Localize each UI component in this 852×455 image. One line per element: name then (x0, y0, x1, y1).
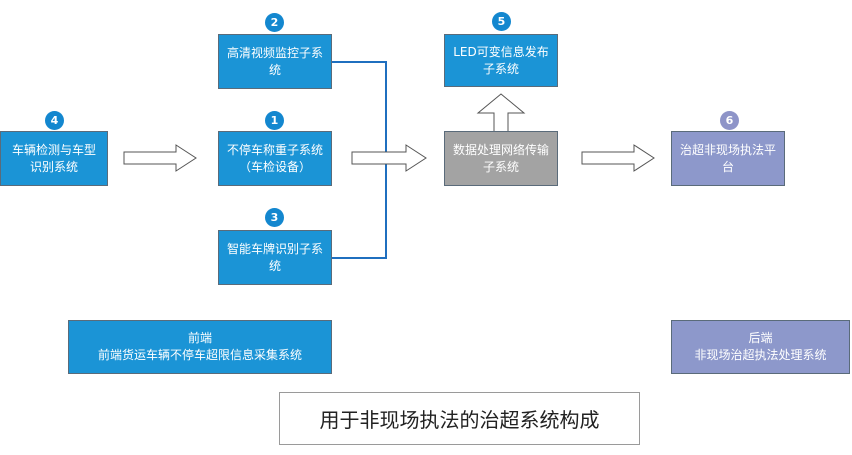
arrow-center-to-platform (581, 144, 655, 172)
arrow-center-to-led (476, 93, 526, 133)
badge-6: 6 (720, 111, 739, 130)
front-end-system: 前端 前端货运车辆不停车超限信息采集系统 (68, 320, 332, 374)
enforcement-platform: 治超非现场执法平 台 (671, 131, 785, 186)
plate-recognition-subsystem: 智能车牌识别子系 统 (218, 230, 332, 285)
badge-3: 3 (265, 208, 284, 227)
diagram-caption: 用于非现场执法的治超系统构成 (279, 392, 640, 445)
led-info-subsystem: LED可变信息发布 子系统 (444, 34, 558, 87)
badge-4: 4 (45, 111, 64, 130)
badge-5: 5 (492, 12, 511, 31)
arrow-detection-to-weighing (123, 144, 197, 172)
arrow-weighing-to-center (351, 144, 427, 172)
connector-video-to-center (332, 61, 387, 158)
connector-plate-to-center (332, 158, 387, 259)
vehicle-detection-system: 车辆检测与车型 识别系统 (0, 131, 108, 186)
video-surveillance-subsystem: 高清视频监控子系 统 (218, 34, 332, 89)
back-end-system: 后端 非现场治超执法处理系统 (671, 320, 850, 374)
badge-2: 2 (265, 13, 284, 32)
weigh-in-motion-subsystem: 不停车称重子系统 （车检设备） (218, 131, 332, 186)
badge-1: 1 (265, 111, 284, 130)
data-processing-subsystem: 数据处理网络传输 子系统 (444, 131, 558, 186)
